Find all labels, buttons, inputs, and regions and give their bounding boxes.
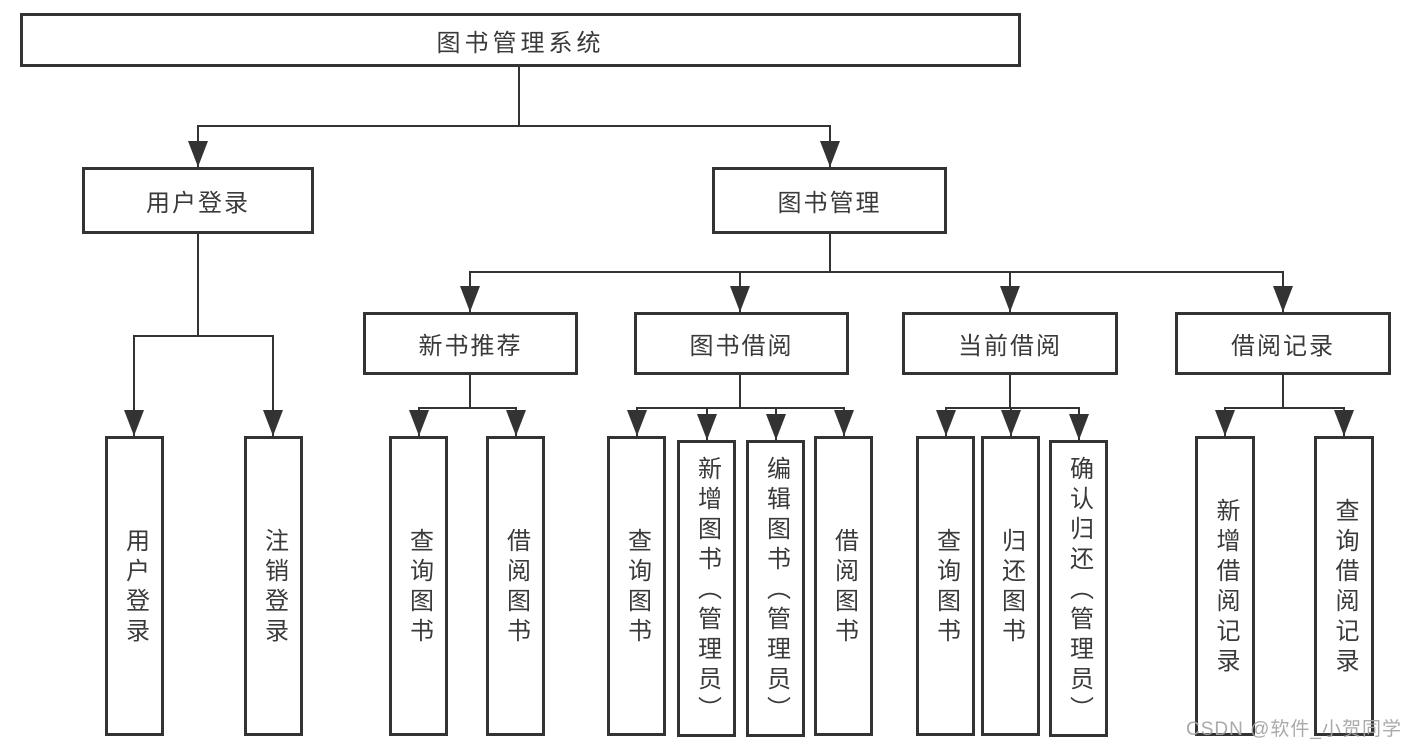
arrowhead-book-borrow (730, 286, 750, 312)
leaf-br-add-record: 新增借阅记录 (1195, 436, 1255, 736)
arrowhead-bb-borrow (834, 410, 854, 436)
arrowhead-cb-return (1001, 410, 1021, 436)
connector-level3-bus (469, 271, 1284, 273)
leaf-bb-search-books: 查询图书 (607, 436, 666, 736)
connector-stem-leaf-login (133, 335, 135, 436)
connector-new-books-down (469, 375, 471, 408)
arrowhead-nb-borrow (506, 410, 526, 436)
leaf-nb-borrow-books: 借阅图书 (486, 436, 545, 736)
arrowhead-bb-add (697, 414, 717, 440)
arrowhead-borrow-records (1273, 286, 1293, 312)
leaf-user-login: 用户登录 (105, 436, 164, 736)
leaf-cb-return-books: 归还图书 (981, 436, 1040, 736)
arrowhead-new-books (460, 286, 480, 312)
leaf-logout: 注销登录 (244, 436, 303, 736)
csdn-watermark: CSDN @软件_小贺同学 (1186, 719, 1402, 740)
node-new-books: 新书推荐 (363, 312, 578, 375)
connector-borrow-records-bus (1224, 407, 1344, 409)
node-book-borrow: 图书借阅 (634, 312, 849, 375)
connector-book-borrow-down (739, 375, 741, 408)
arrowhead-leaf-logout (263, 410, 283, 436)
leaf-nb-search-books: 查询图书 (389, 436, 448, 736)
leaf-br-search-record: 查询借阅记录 (1314, 436, 1374, 736)
connector-user-login-bus (133, 335, 274, 337)
node-borrow-records: 借阅记录 (1175, 312, 1391, 375)
connector-user-login-down (197, 234, 199, 337)
node-book-mgmt: 图书管理 (712, 167, 947, 234)
leaf-bb-edit-books-admin: 编辑图书（管理员） (746, 440, 805, 737)
arrowhead-book-mgmt (820, 141, 840, 167)
connector-current-borrow-down (1009, 375, 1011, 408)
arrowhead-leaf-login (124, 410, 144, 436)
connector-book-borrow-bus (636, 407, 845, 409)
connector-book-mgmt-down (829, 234, 831, 273)
arrowhead-cb-search (936, 410, 956, 436)
connector-level1-bus (197, 125, 831, 127)
arrowhead-bb-search (627, 410, 647, 436)
arrowhead-current-borrow (1000, 286, 1020, 312)
arrowhead-br-search (1334, 410, 1354, 436)
leaf-cb-search-books: 查询图书 (916, 436, 975, 736)
arrowhead-bb-edit (766, 414, 786, 440)
leaf-bb-borrow-books: 借阅图书 (814, 436, 873, 736)
arrowhead-nb-search (409, 410, 429, 436)
node-user-login: 用户登录 (82, 167, 314, 234)
node-root: 图书管理系统 (20, 13, 1021, 67)
leaf-cb-confirm-return-admin: 确认归还（管理员） (1049, 440, 1108, 737)
connector-borrow-records-down (1282, 375, 1284, 408)
arrowhead-user-login (188, 141, 208, 167)
arrowhead-cb-confirm (1069, 414, 1089, 440)
leaf-bb-add-books-admin: 新增图书（管理员） (677, 440, 736, 737)
node-current-borrow: 当前借阅 (902, 312, 1118, 375)
connector-current-borrow-bus (945, 407, 1080, 409)
arrowhead-br-add (1215, 410, 1235, 436)
connector-root-stem (518, 67, 520, 127)
connector-stem-leaf-logout (272, 335, 274, 436)
connector-new-books-bus (418, 407, 517, 409)
